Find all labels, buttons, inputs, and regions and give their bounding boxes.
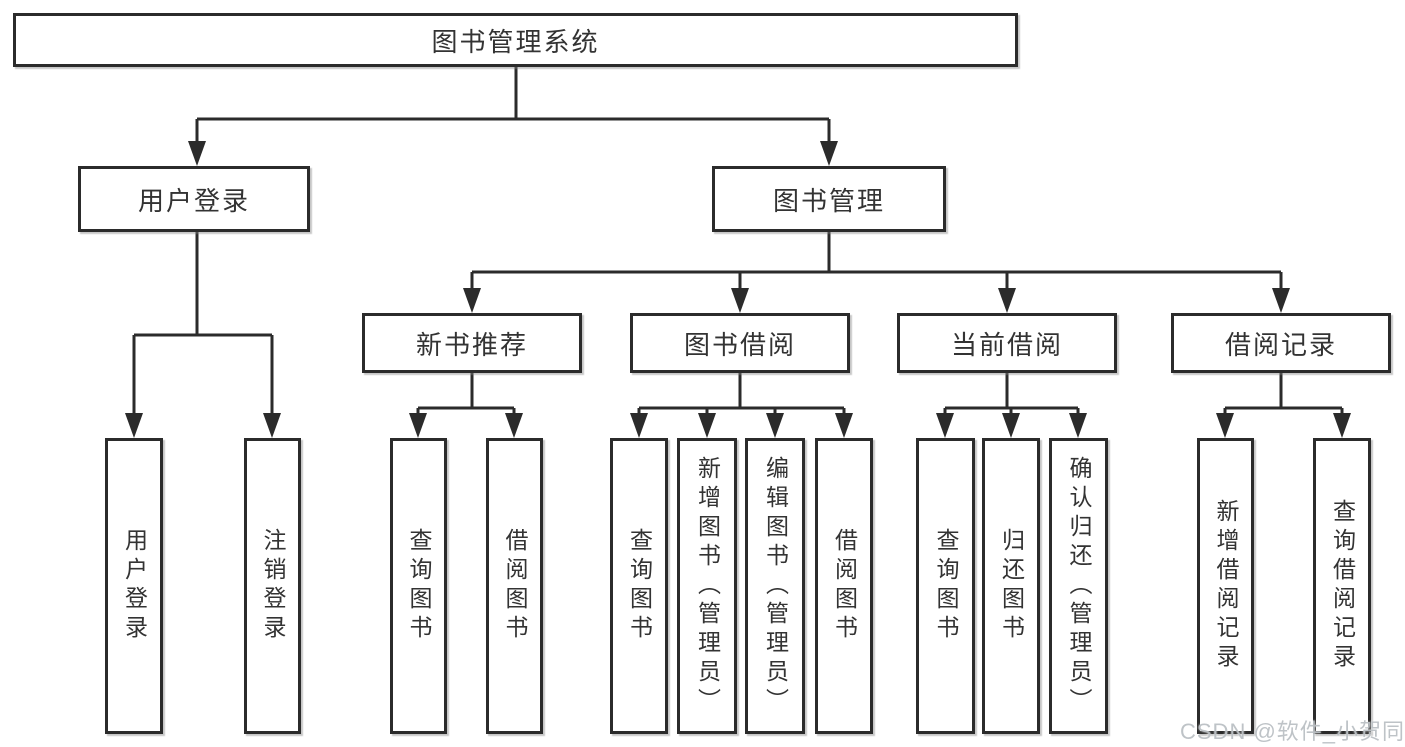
leaf-add-borrow-record: 新增借阅记录: [1197, 438, 1254, 734]
csdn-watermark: CSDN @软件_小贺同学: [1180, 719, 1405, 744]
leaf-user-login-label: 用户登录: [121, 528, 148, 644]
node-section-book-borrow: 图书借阅: [630, 313, 850, 373]
leaf-edit-books-admin-label: 编辑图书（管理员）: [762, 455, 789, 717]
leaf-logout: 注销登录: [244, 438, 301, 734]
leaf-user-login: 用户登录: [105, 438, 163, 734]
leaf-edit-books-admin: 编辑图书（管理员）: [745, 438, 805, 734]
leaf-borrow-books-1: 借阅图书: [486, 438, 543, 734]
leaf-query-books-2: 查询图书: [610, 438, 668, 734]
node-book-management-branch: 图书管理: [712, 166, 946, 232]
arrowheads: [125, 141, 1351, 438]
node-section-new-book-recommend: 新书推荐: [362, 313, 582, 373]
connector-paths: [132, 67, 1344, 418]
node-user-login-branch: 用户登录: [78, 166, 310, 232]
leaf-query-borrow-record: 查询借阅记录: [1313, 438, 1371, 734]
node-section-current-borrow: 当前借阅: [897, 313, 1117, 373]
leaf-borrow-books-1-label: 借阅图书: [502, 528, 528, 644]
node-root-library-system: 图书管理系统: [13, 13, 1018, 67]
node-section-borrow-records: 借阅记录: [1171, 313, 1391, 373]
leaf-return-books-label: 归还图书: [998, 528, 1025, 644]
leaf-borrow-books-2: 借阅图书: [815, 438, 873, 734]
leaf-add-borrow-record-label: 新增借阅记录: [1213, 499, 1239, 673]
leaf-add-books-admin-label: 新增图书（管理员）: [694, 455, 721, 717]
leaf-confirm-return-admin-label: 确认归还（管理员）: [1066, 455, 1092, 717]
leaf-query-books-1: 查询图书: [390, 438, 447, 734]
leaf-add-books-admin: 新增图书（管理员）: [677, 438, 737, 734]
leaf-query-books-3-label: 查询图书: [933, 528, 959, 644]
leaf-query-books-2-label: 查询图书: [626, 528, 653, 644]
leaf-borrow-books-2-label: 借阅图书: [831, 528, 858, 644]
leaf-query-borrow-record-label: 查询借阅记录: [1329, 499, 1356, 673]
leaf-confirm-return-admin: 确认归还（管理员）: [1049, 438, 1108, 734]
leaf-query-books-3: 查询图书: [916, 438, 975, 734]
leaf-logout-label: 注销登录: [260, 528, 286, 644]
leaf-query-books-1-label: 查询图书: [406, 528, 432, 644]
leaf-return-books: 归还图书: [982, 438, 1040, 734]
